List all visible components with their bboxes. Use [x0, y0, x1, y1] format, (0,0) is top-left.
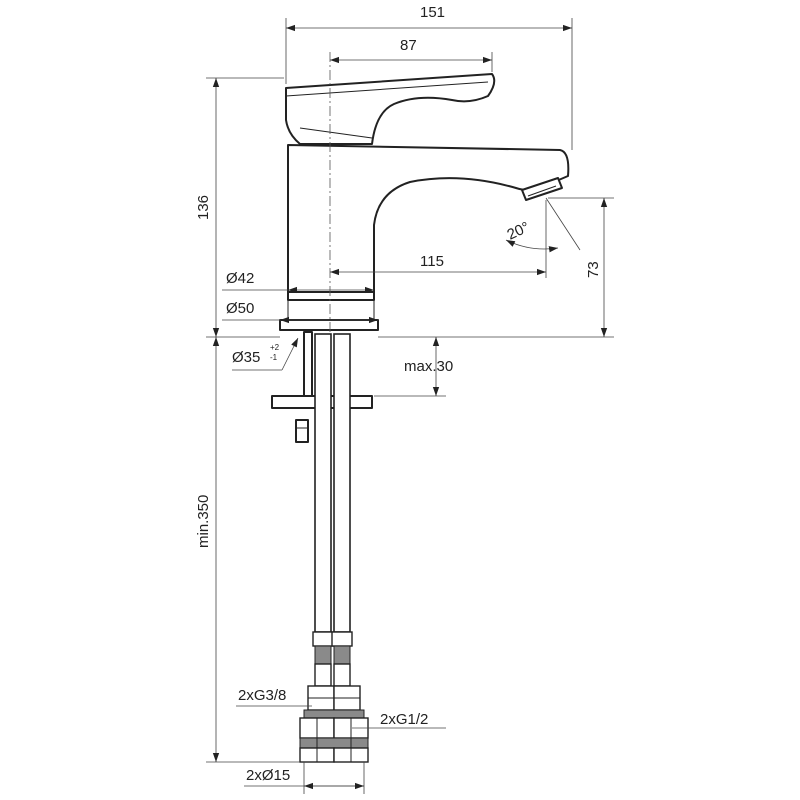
- handle-lever: [285, 73, 496, 145]
- dim-thread-large: 2xG3/8: [236, 687, 312, 707]
- label-136: 136: [195, 195, 212, 220]
- dim-overall-width: 151: [285, 4, 573, 150]
- label-min350: min.350: [195, 495, 212, 548]
- label-d35: Ø35: [232, 349, 260, 366]
- base-ring-upper: [287, 291, 375, 301]
- mounting-nut: [295, 419, 309, 443]
- base-ring: [279, 319, 379, 331]
- dim-hose-diameter: 2xØ15: [244, 762, 365, 794]
- dim-thread-small: 2xG1/2: [352, 711, 446, 729]
- hose-left: [314, 333, 332, 633]
- dim-body-diameter: Ø42: [222, 270, 374, 294]
- label-151: 151: [420, 4, 445, 21]
- label-angle: 20°: [505, 219, 533, 244]
- label-d42: Ø42: [226, 270, 254, 287]
- label-d15: 2xØ15: [246, 767, 290, 784]
- mounting-rod: [303, 331, 313, 399]
- faucet-body: [279, 52, 570, 345]
- label-73: 73: [585, 261, 602, 278]
- dim-hose-length: min.350: [195, 337, 300, 763]
- dim-overall-height: 136: [195, 77, 284, 338]
- dim-base-diameter: Ø50: [222, 300, 378, 324]
- connector-nuts: [299, 685, 369, 763]
- label-g12: 2xG1/2: [380, 711, 428, 728]
- label-d50: Ø50: [226, 300, 254, 317]
- label-g38: 2xG3/8: [238, 687, 286, 704]
- dim-max-thickness: max.30: [374, 337, 453, 397]
- dim-spout-height: 73: [378, 197, 614, 338]
- dim-handle-width: 87: [330, 37, 493, 72]
- label-d35-tol-upper: +2: [270, 343, 280, 352]
- dim-hole-diameter: Ø35 +2 -1: [232, 337, 299, 371]
- label-87: 87: [400, 37, 417, 54]
- dim-angle: 20°: [505, 197, 581, 253]
- hose-right: [333, 333, 351, 633]
- label-d35-tol-lower: -1: [270, 353, 278, 362]
- label-max30: max.30: [404, 358, 453, 375]
- label-115: 115: [420, 253, 444, 270]
- supply-hoses: [312, 333, 353, 687]
- dim-spout-reach: 115: [330, 200, 547, 278]
